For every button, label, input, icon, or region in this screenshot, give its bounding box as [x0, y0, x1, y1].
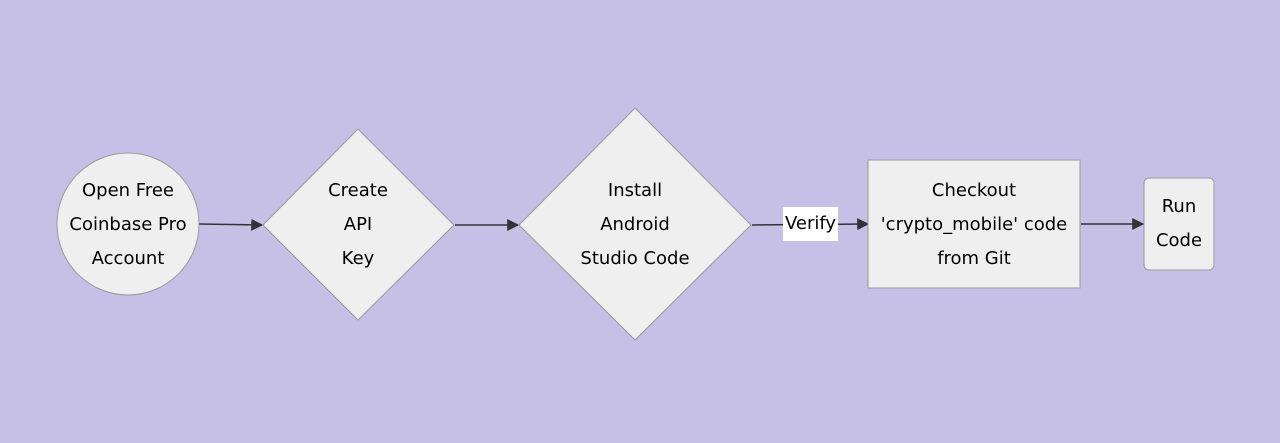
- node-open-account-shape: [56, 152, 200, 296]
- node-checkout-code-line-2: 'crypto_mobile' code: [880, 214, 1068, 235]
- node-install-android-studio: Install Android Studio Code: [560, 174, 710, 276]
- node-checkout-code-line-1: Checkout: [931, 180, 1017, 201]
- node-create-api-key-shape: [262, 128, 455, 321]
- node-run-code-line-1: Run: [1161, 196, 1197, 217]
- node-install-android-studio-shape: [518, 107, 752, 341]
- node-run-code: Run Code: [1144, 190, 1214, 258]
- node-install-android-studio-line-3: Studio Code: [580, 248, 690, 269]
- edge-label-verify: Verify: [783, 207, 839, 241]
- node-checkout-code-line-3: from Git: [937, 248, 1011, 269]
- node-create-api-key-line-1: Create: [328, 180, 388, 201]
- node-run-code-shape: [1143, 177, 1215, 271]
- node-run-code-line-2: Code: [1155, 230, 1203, 251]
- node-create-api-key: Create API Key: [293, 174, 423, 276]
- node-open-account-line-3: Account: [91, 248, 165, 269]
- node-checkout-code: Checkout 'crypto_mobile' code from Git: [868, 174, 1080, 276]
- node-install-android-studio-line-2: Android: [600, 214, 670, 235]
- node-install-android-studio-line-1: Install: [607, 180, 663, 201]
- node-open-account-line-1: Open Free: [82, 180, 174, 201]
- node-checkout-code-shape: [867, 159, 1081, 289]
- node-create-api-key-line-2: API: [343, 214, 373, 235]
- node-open-account-line-2: Coinbase Pro: [69, 214, 187, 235]
- node-create-api-key-line-3: Key: [341, 248, 375, 269]
- node-open-account: Open Free Coinbase Pro Account: [57, 174, 199, 276]
- edge-open-account-to-create-api-key: [198, 218, 264, 231]
